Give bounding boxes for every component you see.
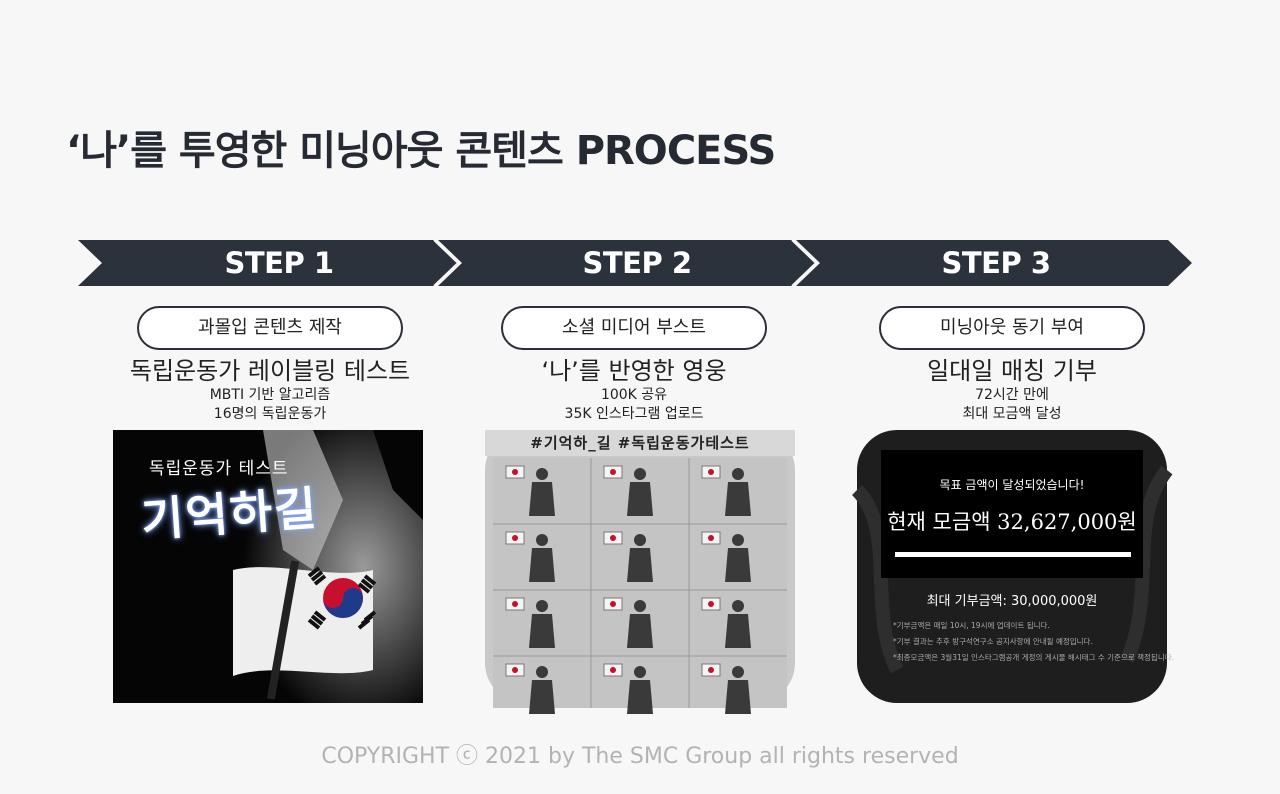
donation-note: *최종모금액은 3월31일 인스타그램공개 게정의 게시물 해시태그 수 기준으… [893,653,1175,662]
page-title: ‘나’를 투영한 미닝아웃 콘텐츠 PROCESS [66,128,776,174]
donation-note: *기부 결과는 추후 방구석연구소 공지사항에 안내될 예정입니다. [893,637,1093,646]
character-head [536,600,548,612]
character-head [634,468,646,480]
character-body [627,482,653,516]
character-body [627,614,653,648]
step-3-chevron [796,240,1192,286]
character-head [536,468,548,480]
step-2-label: STEP 2 [582,246,692,280]
character-body [529,548,555,582]
mini-flag-emblem [512,601,518,607]
step-1-pill: 과몰입 콘텐츠 제작 [137,306,403,350]
step-3-pill: 미닝아웃 동기 부여 [879,306,1145,350]
step-1-label: STEP 1 [224,246,334,280]
character-body [725,548,751,582]
character-head [732,600,744,612]
mini-flag-emblem [610,601,616,607]
character-head [634,666,646,678]
step-3-sub-2: 최대 모금액 달성 [962,406,1062,422]
mini-flag-emblem [708,469,714,475]
step-1-sub-1: MBTI 기반 알고리즘 [209,387,331,403]
donation-background [851,465,1173,674]
character-body [529,614,555,648]
mini-flag-emblem [512,667,518,673]
donation-notes: *기부금액은 매일 10시, 19시에 업데이트 됩니다. *기부 결과는 추후… [893,618,1175,666]
character-head [634,534,646,546]
character-grid [493,458,787,714]
steps-chevrons [78,239,1192,287]
max-donation-text: 최대 기부금액: 30,000,000원 [926,594,1098,609]
step-1-sub-2: 16명의 독립운동가 [213,406,327,422]
step-1-heading: 독립운동가 레이블링 테스트 [129,357,411,385]
step-3-column: 미닝아웃 동기 부여 일대일 매칭 기부 72시간 만에 최대 모금액 달성 [847,306,1177,424]
character-head [732,468,744,480]
goal-reached-text: 목표 금액이 달성되었습니다! [939,478,1085,492]
character-body [529,680,555,714]
character-body [627,680,653,714]
character-head [634,600,646,612]
character-head [536,534,548,546]
character-head [732,666,744,678]
test-poster-image: 독립운동가 테스트 기억하길 [113,430,423,703]
poster-logo-text: 기억하길 [139,480,321,548]
mini-flag-emblem [610,535,616,541]
copyright-footer: COPYRIGHT ⓒ 2021 by The SMC Group all ri… [321,744,959,769]
donation-status-box: 목표 금액이 달성되었습니다! 현재 모금액 32,627,000원 [881,450,1143,578]
donation-progress-bar [895,552,1131,557]
mini-flag-emblem [708,667,714,673]
current-amount-text: 현재 모금액 32,627,000원 [887,510,1137,534]
mini-flag-emblem [512,535,518,541]
step-2-sub-1: 100K 공유 [600,387,668,403]
step-3-heading: 일대일 매칭 기부 [927,357,1097,385]
step-2-column: 소셜 미디어 부스트 ‘나’를 반영한 영웅 100K 공유 35K 인스타그램… [469,306,799,424]
step-3-sub-1: 72시간 만에 [975,387,1049,403]
step-2-chevron [438,240,816,286]
mini-flag-emblem [512,469,518,475]
donation-result-image: 목표 금액이 달성되었습니다! 현재 모금액 32,627,000원 최대 기부… [851,430,1175,703]
step-3-label: STEP 3 [941,246,1051,280]
character-body [725,680,751,714]
character-head [732,534,744,546]
poster-subtitle: 독립운동가 테스트 [149,459,289,479]
step-2-pill: 소셜 미디어 부스트 [501,306,767,350]
independence-figure-illustration [113,430,423,703]
mini-flag-emblem [610,469,616,475]
mini-flag-emblem [610,667,616,673]
steps-arrow-bar: STEP 1 STEP 2 STEP 3 [78,239,1192,287]
mini-flag-emblem [708,601,714,607]
step-2-sub-2: 35K 인스타그램 업로드 [564,406,704,422]
hashtag-header: #기억하_길 #독립운동가테스트 [485,430,795,456]
character-body [529,482,555,516]
donation-note: *기부금액은 매일 10시, 19시에 업데이트 됩니다. [893,621,1050,630]
character-body [725,614,751,648]
character-body [725,482,751,516]
step-1-column: 과몰입 콘텐츠 제작 독립운동가 레이블링 테스트 MBTI 기반 알고리즘 1… [105,306,435,424]
character-head [536,666,548,678]
character-body [627,548,653,582]
mini-flag-emblem [708,535,714,541]
result-grid-image: #기억하_길 #독립운동가테스트 [485,430,795,714]
step-2-heading: ‘나’를 반영한 영웅 [541,357,727,385]
step-1-chevron [78,240,458,286]
